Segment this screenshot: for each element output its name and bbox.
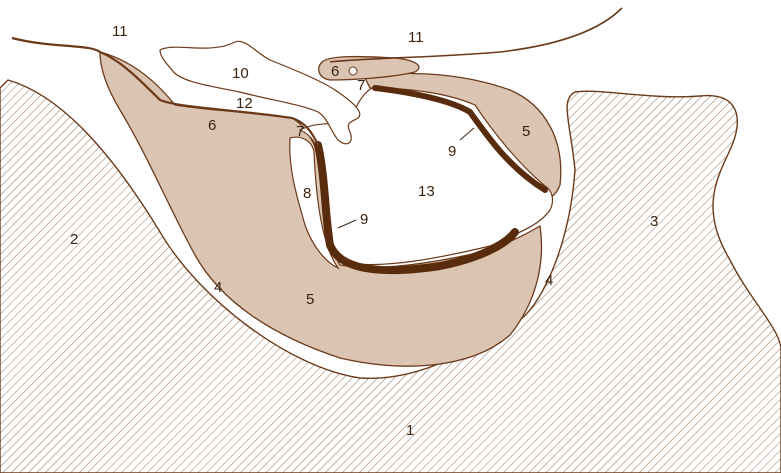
label-8: 8 [303, 185, 311, 202]
label-6-left: 6 [208, 117, 216, 134]
label-5-lower: 5 [306, 291, 314, 308]
label-7-top: 7 [357, 77, 365, 94]
label-11-right: 11 [408, 29, 424, 46]
label-2: 2 [70, 231, 78, 248]
label-1: 1 [406, 422, 414, 439]
label-10: 10 [232, 65, 249, 82]
label-4-left: 4 [214, 279, 222, 296]
label-5-upper: 5 [522, 123, 530, 140]
label-4-right: 4 [545, 272, 553, 289]
region-11-line-right [330, 8, 622, 62]
opening-6 [349, 67, 357, 75]
label-12: 12 [236, 95, 253, 112]
label-3: 3 [650, 213, 658, 230]
label-9-lower: 9 [360, 211, 368, 228]
label-13: 13 [418, 183, 435, 200]
label-7-left: 7 [296, 123, 304, 140]
label-11-left: 11 [112, 23, 128, 40]
label-6-top: 6 [331, 63, 339, 80]
label-9-upper: 9 [448, 143, 456, 160]
